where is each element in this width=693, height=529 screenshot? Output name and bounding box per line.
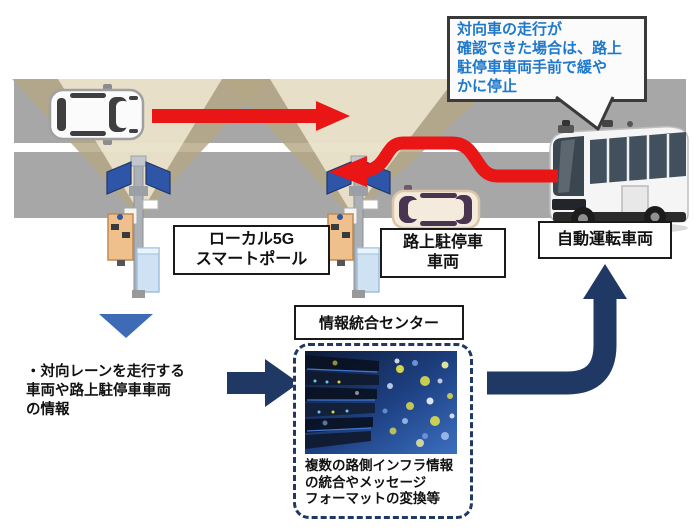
left-info-note: ・対向レーンを走行する 車両や路上駐停車車両 の情報 [26,364,185,418]
label-parked-vehicle-text: 路上駐停車 車両 [402,234,483,271]
label-parked-vehicle: 路上駐停車 車両 [380,228,506,278]
navy-right-arrow-icon [227,359,299,407]
info-center-caption: 複数の路側インフラ情報 の統合やメッセージ フォーマットの変換等 [305,458,454,506]
server-room-photo-icon [305,351,457,454]
oncoming-car-icon [48,84,145,145]
label-autonomous-vehicle: 自動運転車両 [538,221,672,259]
smart-pole-icon [106,155,171,299]
red-curved-arrow-icon [329,136,558,187]
callout-tail [555,95,615,131]
red-right-arrow-icon [152,101,350,131]
label-info-center: 情報統合センター [294,305,464,340]
label-info-center-text: 情報統合センター [318,315,439,332]
autonomous-bus-icon [548,120,689,234]
label-smart-pole: ローカル5G スマートポール [173,225,330,275]
navy-bent-up-arrow-icon [487,264,627,395]
callout-bubble: 対向車の走行が 確認できた場合は、路上 駐停車車両手前で緩や かに停止 [447,16,647,102]
blue-down-triangle-icon [99,314,153,338]
label-smart-pole-text: ローカル5G スマートポール [195,231,308,268]
parked-car-icon [391,185,481,233]
bokeh-lights [322,358,455,447]
label-autonomous-vehicle-text: 自動運転車両 [556,231,653,248]
